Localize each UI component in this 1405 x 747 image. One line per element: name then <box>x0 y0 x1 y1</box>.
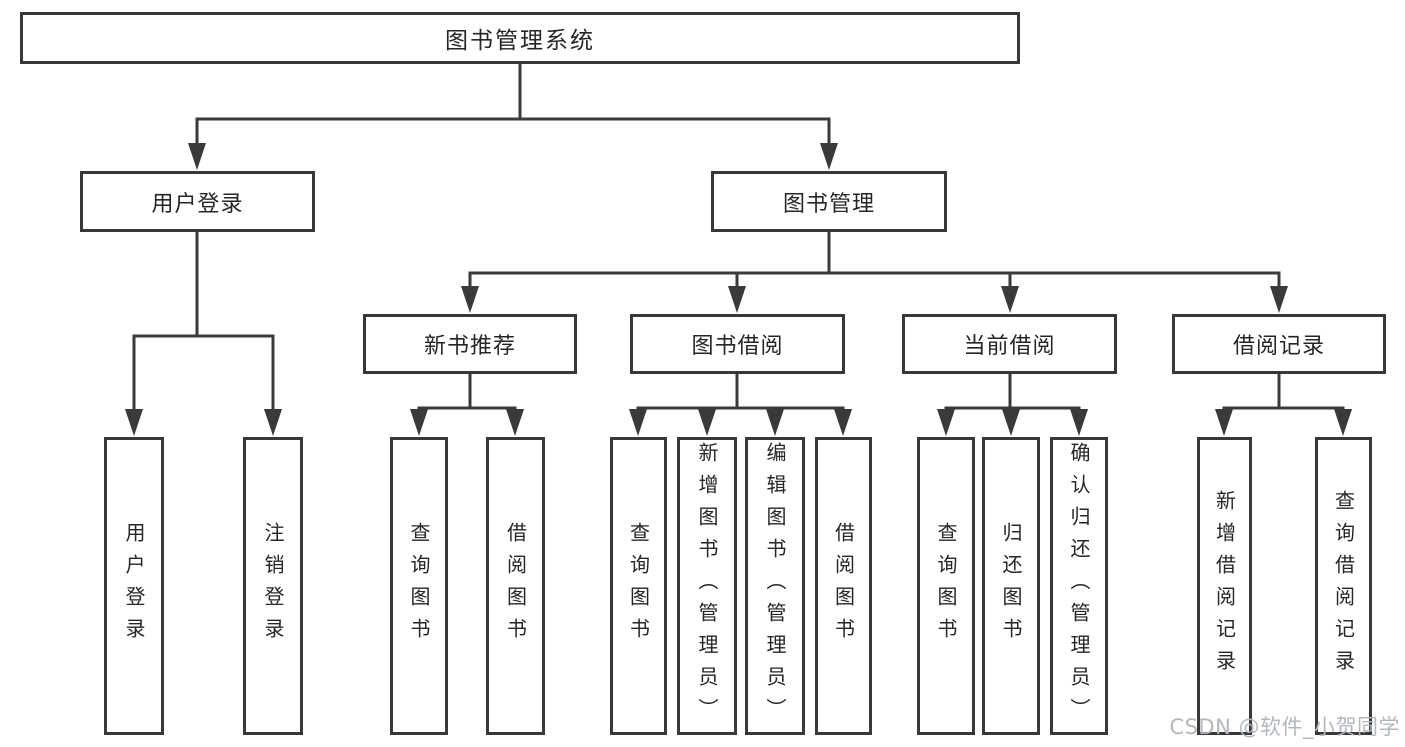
connector-root-to-level2 <box>188 62 838 170</box>
csdn-watermark: CSDN @软件_小贺同学 <box>1169 715 1400 739</box>
node-label: 图书借阅 <box>691 334 784 359</box>
leaf-recommend-query-books: 查询图书 <box>390 437 448 735</box>
node-new-book-recommend: 新书推荐 <box>363 314 577 374</box>
connector-current-borrowing-to-leaves <box>937 371 1088 436</box>
node-label: 借阅图书 <box>831 522 856 650</box>
node-borrowing-records: 借阅记录 <box>1172 314 1386 374</box>
node-label: 新增图书（管理员） <box>695 442 719 730</box>
leaf-borrowing-edit-books-admin: 编辑图书（管理员） <box>745 437 805 735</box>
node-current-borrowing: 当前借阅 <box>902 314 1117 374</box>
leaf-borrowing-query-books: 查询图书 <box>610 437 667 735</box>
leaf-current-query-books: 查询图书 <box>917 437 975 735</box>
node-user-login: 用户登录 <box>80 171 315 232</box>
connector-new-book-recommend-to-leaves <box>410 371 524 436</box>
node-book-borrowing: 图书借阅 <box>630 314 845 374</box>
node-label: 注销登录 <box>261 522 285 650</box>
node-label: 借阅记录 <box>1232 334 1325 359</box>
node-label: 新书推荐 <box>423 334 516 359</box>
node-label: 用户登录 <box>151 191 244 217</box>
node-label: 当前借阅 <box>963 334 1056 359</box>
leaf-records-query-record: 查询借阅记录 <box>1315 437 1372 735</box>
leaf-user-login: 用户登录 <box>104 437 164 735</box>
node-label: 归还图书 <box>999 522 1023 650</box>
node-label: 图书管理系统 <box>445 28 595 54</box>
leaf-borrowing-borrow-books: 借阅图书 <box>815 437 872 735</box>
leaf-current-confirm-return-admin: 确认归还（管理员） <box>1050 437 1108 735</box>
node-label: 图书管理 <box>782 191 875 217</box>
node-label: 查询图书 <box>626 522 651 650</box>
node-label: 查询图书 <box>934 522 958 650</box>
connector-book-borrowing-to-leaves <box>629 371 852 436</box>
node-book-management-system: 图书管理系统 <box>20 12 1020 64</box>
leaf-logout: 注销登录 <box>243 437 303 735</box>
connector-borrowing-records-to-leaves <box>1215 371 1352 436</box>
connector-user-login-to-leaves <box>125 230 282 436</box>
node-label: 新增借阅记录 <box>1212 490 1237 682</box>
node-book-management: 图书管理 <box>711 171 947 232</box>
leaf-current-return-books: 归还图书 <box>982 437 1040 735</box>
node-label: 用户登录 <box>122 522 146 650</box>
node-label: 查询图书 <box>407 522 431 650</box>
connector-book-mgmt-to-level3 <box>461 230 1288 313</box>
leaf-borrowing-add-books-admin: 新增图书（管理员） <box>677 437 737 735</box>
node-label: 确认归还（管理员） <box>1067 442 1091 730</box>
node-label: 借阅图书 <box>503 522 528 650</box>
node-label: 查询借阅记录 <box>1331 490 1356 682</box>
leaf-records-add-record: 新增借阅记录 <box>1197 437 1252 735</box>
node-label: 编辑图书（管理员） <box>763 442 787 730</box>
leaf-recommend-borrow-books: 借阅图书 <box>486 437 545 735</box>
